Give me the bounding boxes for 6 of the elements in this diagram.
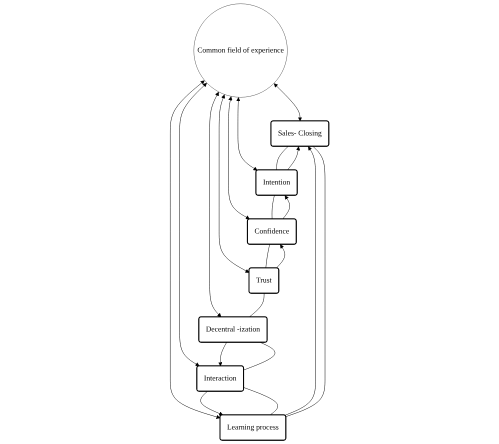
connector bbox=[244, 387, 278, 416]
connector bbox=[276, 146, 288, 170]
connector bbox=[249, 293, 264, 318]
connector bbox=[266, 244, 270, 268]
connector bbox=[244, 342, 276, 370]
connector bbox=[272, 195, 275, 220]
